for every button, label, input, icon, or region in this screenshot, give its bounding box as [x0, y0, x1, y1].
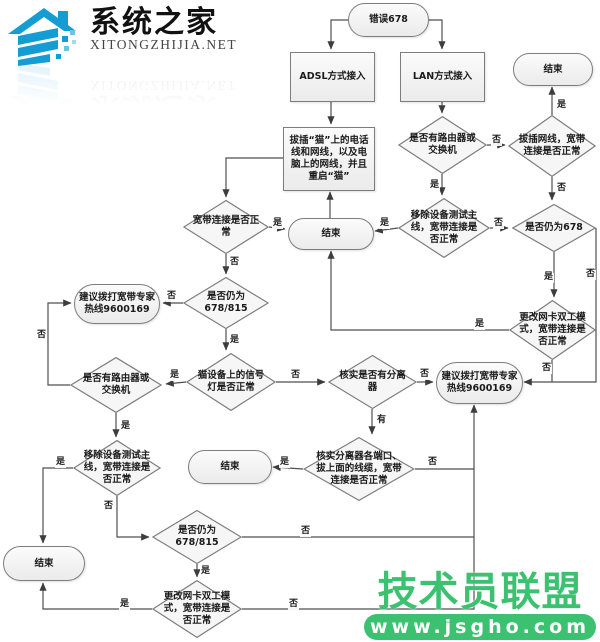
edge-label-no: 否 — [585, 269, 597, 280]
edge-label-no: 否 — [541, 363, 553, 374]
edge-label-yes: 是 — [55, 457, 67, 468]
flow-node-modem-light: 猫设备上的信号灯是否正常 — [186, 353, 276, 411]
flow-node-end-top-right: 结束 — [513, 53, 593, 86]
diamond-shape — [509, 300, 596, 360]
diamond-shape — [73, 440, 161, 496]
diamond-shape — [328, 355, 417, 409]
flow-node-still678815-bottom: 是否仍为678/815 — [152, 510, 242, 564]
diamond-shape — [183, 200, 269, 254]
flow-node-modem-restart: 拔插“猫”上的电话线和网线，以及电脑上的网线，并且重启“猫” — [283, 127, 375, 191]
house-icon-reflection — [8, 64, 76, 122]
logo-domain: XITONGZHIJIA.NET — [90, 37, 238, 52]
edge-label-yes: 是 — [169, 370, 181, 381]
diamond-shape — [152, 580, 242, 638]
flow-node-splitter: 核实是否有分离器 — [328, 355, 417, 409]
diamond-shape — [508, 115, 596, 177]
edge-label-yes: 是 — [272, 218, 284, 229]
edge-label-no: 否 — [491, 135, 503, 146]
edge-label-yes: 是 — [279, 457, 291, 468]
flow-node-nic-duplex-right: 更改网卡双工模式，宽带连接是否正常 — [509, 300, 596, 360]
watermark: 技术员联盟 www.jsgho.com — [364, 572, 596, 640]
edge-label-no: 否 — [229, 257, 241, 268]
diamond-shape — [398, 198, 490, 258]
edge-label-no: 否 — [556, 183, 568, 194]
edge-label-yes: 是 — [379, 218, 391, 229]
flow-node-splitter-ports: 核实分离器各端口、拔上面的线缆，宽带连接是否正常 — [303, 437, 415, 501]
flow-node-lan: LAN方式接入 — [400, 52, 485, 102]
flow-node-hotline-right: 建议拨打宽带专家热线9600169 — [436, 362, 523, 404]
logo-text: 系统之家 XITONGZHIJIA.NET — [90, 6, 237, 53]
diamond-shape — [70, 357, 162, 413]
flow-node-end-bottom-left: 结束 — [3, 546, 85, 581]
flow-node-router-mid: 是否有路由器或交换机 — [398, 116, 487, 174]
flow-node-replug-cable: 拔插网线，宽带连接是否正常 — [508, 115, 596, 177]
diamond-shape — [512, 204, 596, 252]
edge-label-no: 否 — [290, 370, 302, 381]
diamond-shape — [152, 510, 242, 564]
diamond-shape — [186, 353, 276, 411]
edge-label-yes: 是 — [543, 272, 555, 283]
house-icon — [8, 8, 76, 66]
edge-label-no: 否 — [288, 599, 300, 610]
edge-label-yes: 是 — [474, 319, 486, 330]
flow-node-remove-test-mid: 移除设备测试主线，宽带连接是否正常 — [398, 198, 490, 258]
edge-label-yes: 是 — [120, 421, 132, 432]
watermark-title: 技术员联盟 — [377, 569, 583, 615]
flow-node-error678: 错误678 — [348, 3, 429, 37]
edge-label-no: 否 — [427, 457, 439, 468]
edge-label-yes: 是 — [229, 335, 241, 346]
flow-node-end-mid: 结束 — [288, 218, 374, 250]
diamond-shape — [303, 437, 415, 501]
flow-node-still678815-left: 是否仍为678/815 — [183, 277, 269, 329]
site-logo: 系统之家 XITONGZHIJIA.NET 系统之家 XITONGZHIJIA.… — [6, 6, 246, 125]
flow-node-remove-test-bottom: 移除设备测试主线，宽带连接是否正常 — [73, 440, 161, 496]
edge-label-no: 否 — [166, 291, 178, 302]
edge-label-yes: 是 — [556, 100, 568, 111]
logo-reflection: 系统之家 XITONGZHIJIA.NET — [6, 62, 246, 125]
logo-main: 系统之家 XITONGZHIJIA.NET — [6, 6, 246, 68]
flow-node-hotline-left: 建议拨打宽带专家热线9600169 — [74, 284, 160, 324]
edge-label-no: 否 — [419, 369, 431, 380]
edge-label-no: 否 — [300, 526, 312, 537]
flow-node-router-left: 是否有路由器或交换机 — [70, 357, 162, 413]
edge-label-yes: 是 — [429, 180, 441, 191]
flow-node-nic-duplex-bottom: 更改网卡双工模式，宽带连接是否正常 — [152, 580, 242, 638]
edge-label-has: 有 — [376, 415, 388, 426]
diamond-shape — [398, 116, 487, 174]
edge-label-no: 否 — [103, 501, 115, 512]
flow-node-end-mid2: 结束 — [188, 450, 272, 484]
flow-node-broadband-ok: 宽带连接是否正常 — [183, 200, 269, 254]
edge-label-yes: 是 — [200, 566, 212, 577]
watermark-url: www.jsgho.com — [364, 614, 596, 640]
edge-label-no: 否 — [36, 330, 48, 341]
flow-node-adsl: ADSL方式接入 — [290, 52, 375, 102]
logo-reflection-text: 系统之家 XITONGZHIJIA.NET — [90, 78, 238, 125]
logo-title: 系统之家 — [90, 5, 218, 40]
flow-node-still678-right: 是否仍为678 — [512, 204, 596, 252]
edge-label-yes: 是 — [119, 599, 131, 610]
diamond-shape — [183, 277, 269, 329]
edge-label-no: 否 — [493, 218, 505, 229]
